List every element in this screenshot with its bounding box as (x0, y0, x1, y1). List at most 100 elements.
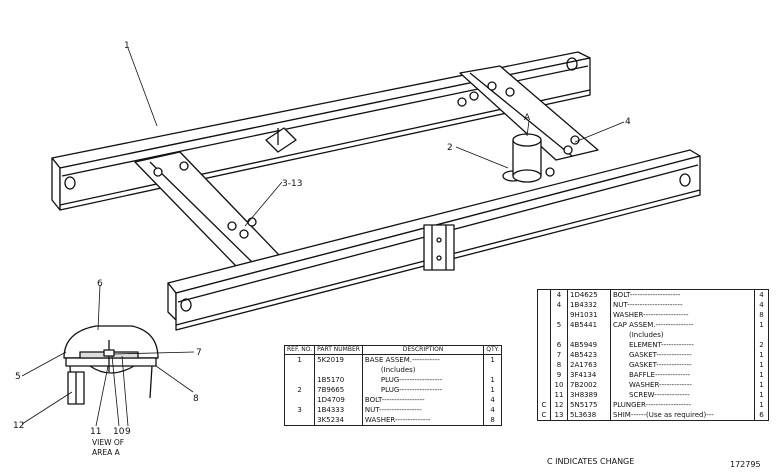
detail-view-area-a (63, 325, 159, 405)
part-cell: 5N5175 (567, 400, 611, 410)
change-mark-cell (537, 360, 551, 370)
callout-2: 2 (447, 143, 453, 153)
ref-cell: 13 (550, 410, 568, 421)
desc-cell: PLUNGER------------------ (610, 400, 755, 410)
center-bracket (423, 224, 455, 271)
desc-cell: BAFFLE-------------- (610, 370, 755, 380)
desc-cell: NUT----------------- (361, 405, 485, 415)
change-mark-cell (537, 310, 551, 320)
change-footnote: C INDICATES CHANGE (547, 457, 635, 466)
qty-cell: 1 (754, 390, 769, 400)
ref-cell (283, 395, 316, 405)
qty-cell: 1 (754, 380, 769, 390)
ref-cell (550, 310, 568, 320)
ref-cell: 9 (550, 370, 568, 380)
ref-cell (283, 365, 316, 375)
desc-cell: ELEMENT------------- (610, 340, 755, 350)
part-cell: 2A1763 (567, 360, 611, 370)
bolt-group-right (457, 81, 580, 177)
part-cell: 1B5170 (314, 375, 363, 385)
table-row: (Includes) (283, 365, 502, 375)
change-mark-cell (537, 370, 551, 380)
tab-plate (265, 127, 297, 153)
ref-cell: 8 (550, 360, 568, 370)
callout-4: 4 (625, 117, 631, 127)
ref-cell: 4 (550, 300, 568, 310)
desc-cell: NUT---------------------- (610, 300, 755, 310)
callout-12: 12 (13, 421, 24, 431)
desc-cell: BASE ASSEM.----------- (361, 354, 485, 365)
qty-cell: 1 (754, 320, 769, 330)
ref-cell: 3 (283, 405, 316, 415)
part-cell (567, 330, 611, 340)
callout-9: 9 (125, 427, 131, 437)
qty-cell (754, 330, 769, 340)
desc-cell: WASHER------------- (610, 380, 755, 390)
callout-6: 6 (97, 279, 103, 289)
part-cell: 5K2019 (314, 354, 363, 365)
desc-cell: GASKET-------------- (610, 350, 755, 360)
qty-cell: 1 (483, 375, 502, 385)
part-cell: 1B4333 (314, 405, 363, 415)
qty-cell: 6 (754, 410, 769, 421)
change-mark-cell (537, 390, 551, 400)
breather-assembly (502, 133, 542, 183)
change-mark-cell (537, 300, 551, 310)
part-cell: 4B5423 (567, 350, 611, 360)
view-caption-line2: AREA A (92, 448, 121, 457)
change-mark-cell (537, 320, 551, 330)
qty-cell: 4 (483, 395, 502, 405)
ref-cell: 12 (550, 400, 568, 410)
qty-cell: 1 (483, 385, 502, 395)
ref-cell: 11 (550, 390, 568, 400)
desc-cell: SHIM------(Use as required)--- (610, 410, 755, 421)
change-mark-cell: C (537, 410, 551, 421)
header-qty: QTY. (483, 345, 502, 355)
ref-cell: 2 (283, 385, 316, 395)
part-cell: 1D4625 (567, 289, 611, 300)
part-cell: 4B5949 (567, 340, 611, 350)
ref-cell: 4 (550, 289, 568, 300)
desc-cell: WASHER------------------ (610, 310, 755, 320)
desc-cell: (Includes) (361, 365, 485, 375)
part-cell (314, 365, 363, 375)
ref-cell (550, 330, 568, 340)
qty-cell: 4 (483, 405, 502, 415)
qty-cell (483, 365, 502, 375)
ref-cell: 10 (550, 380, 568, 390)
part-cell: 9H1031 (567, 310, 611, 320)
callout-5: 5 (15, 372, 21, 382)
desc-cell: (Includes) (610, 330, 755, 340)
view-caption-line1: VIEW OF (92, 438, 124, 447)
callout-10: 10 (113, 427, 125, 437)
ref-cell: 5 (550, 320, 568, 330)
change-mark-cell (537, 350, 551, 360)
part-cell: 3F4134 (567, 370, 611, 380)
ref-cell: 7 (550, 350, 568, 360)
header-description: DESCRIPTION (361, 345, 485, 355)
desc-cell: PLUG----------------- (361, 385, 485, 395)
qty-cell: 1 (754, 370, 769, 380)
part-cell: 1D4709 (314, 395, 363, 405)
qty-cell: 2 (754, 340, 769, 350)
ref-cell: 6 (550, 340, 568, 350)
header-ref-no: REF. NO. (283, 345, 316, 355)
callout-1: 1 (124, 41, 130, 51)
qty-cell: 1 (754, 360, 769, 370)
desc-cell: BOLT----------------- (361, 395, 485, 405)
callout-7: 7 (196, 348, 202, 358)
part-cell: 7B2002 (567, 380, 611, 390)
qty-cell: 8 (483, 415, 502, 426)
change-mark-cell: C (537, 400, 551, 410)
